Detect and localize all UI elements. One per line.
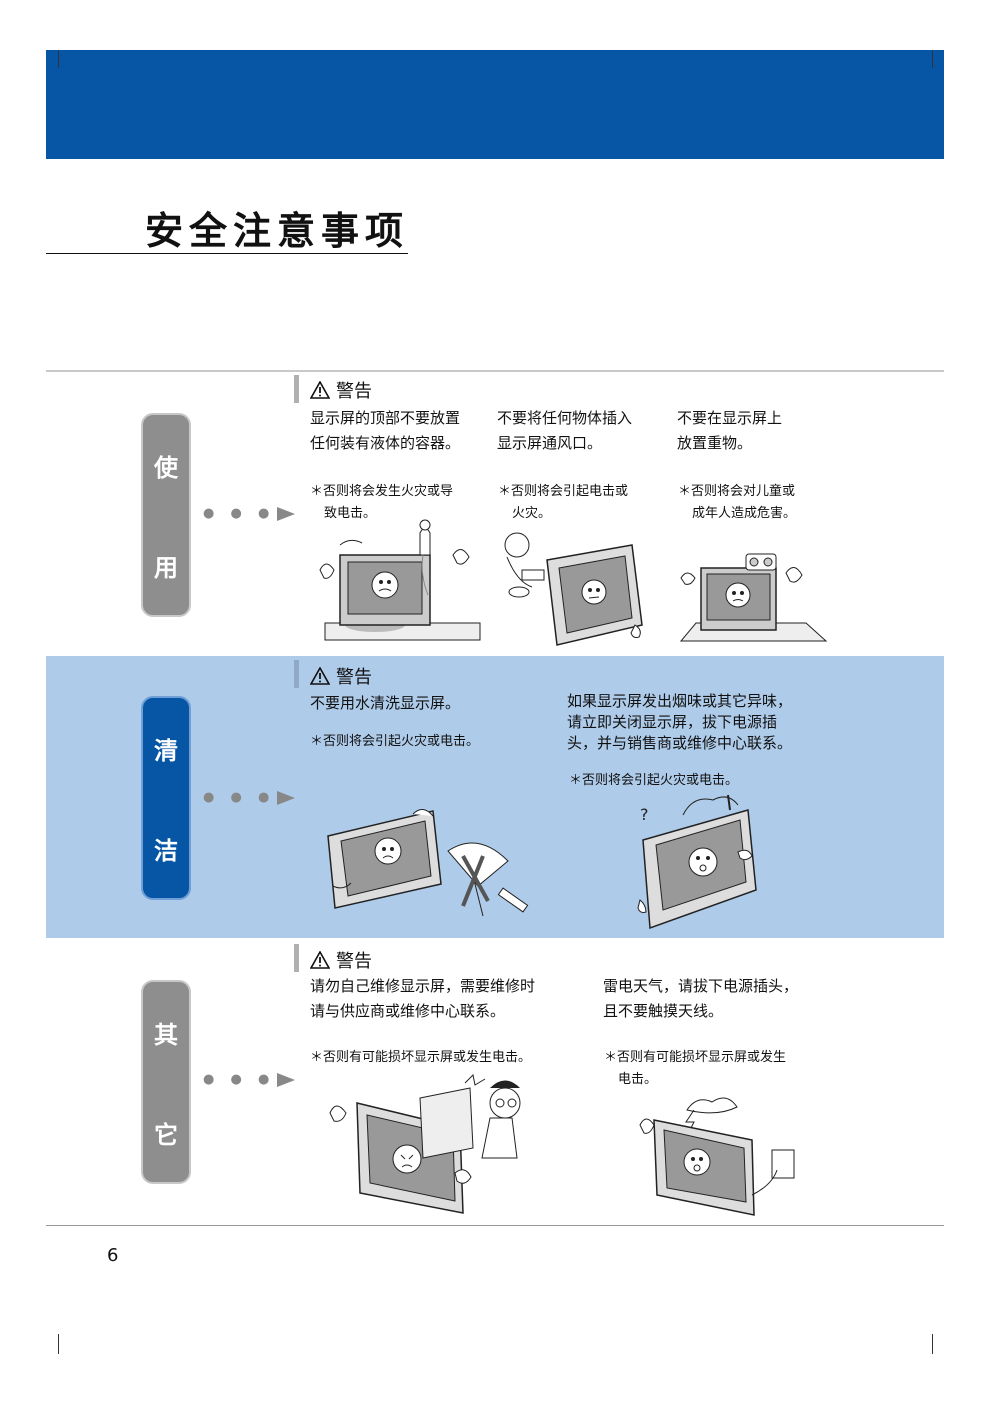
warning-bar — [294, 660, 299, 688]
warning-triangle-icon — [310, 951, 330, 969]
tv-smoke-odor-illustration: ? — [637, 794, 757, 930]
section-divider — [46, 370, 944, 372]
item-text: 请勿自己维修显示屏，需要维修时请与供应商或维修中心联系。 — [310, 977, 536, 1020]
warning-triangle-icon — [310, 667, 330, 685]
warning-bar — [294, 944, 299, 972]
page-number: 6 — [107, 1245, 119, 1266]
page-title: 安全注意事项 — [145, 209, 410, 253]
item-note: ＊否则将会发生火灾或导致电击。 — [310, 484, 454, 521]
tab-char: 其 — [154, 1020, 178, 1049]
cleaning-section-background — [46, 656, 944, 938]
warning-label: 警告 — [336, 951, 372, 972]
crop-mark — [932, 1334, 933, 1354]
header-band — [46, 50, 944, 159]
tv-lightning-unplug-illustration — [639, 1097, 795, 1216]
item-note: ＊否则将会对儿童或成年人造成危害。 — [678, 484, 797, 521]
tab-char: 它 — [154, 1120, 178, 1149]
warning-triangle-icon — [310, 381, 330, 399]
title-underline — [46, 253, 408, 254]
tab-char: 清 — [154, 736, 178, 765]
tab-char: 用 — [154, 553, 178, 582]
tv-heavy-object-illustration — [679, 553, 828, 642]
arrow-icon: ● ● ● — [203, 790, 296, 805]
warning-bar — [294, 375, 299, 403]
item-note: ＊否则将会引起火灾或电击。 — [569, 773, 739, 788]
warning-heading: 警告 — [310, 663, 372, 689]
tv-self-repair-illustration — [329, 1073, 521, 1214]
warning-label: 警告 — [336, 667, 372, 688]
warning-heading: 警告 — [310, 377, 372, 403]
warning-heading: 警告 — [310, 947, 372, 973]
warning-label: 警告 — [336, 381, 372, 402]
item-note: ＊否则将会引起电击或火灾。 — [498, 484, 629, 521]
crop-mark — [932, 50, 933, 68]
section-tab-usage: 使 用 — [141, 413, 191, 617]
tv-vent-insert-illustration — [504, 532, 643, 646]
section-tab-cleaning: 清 洁 — [141, 696, 191, 900]
crop-mark — [58, 1334, 59, 1354]
crop-mark — [58, 50, 59, 68]
item-note: ＊否则有可能损坏显示屏或发生电击。 — [604, 1050, 787, 1087]
tab-char: 洁 — [154, 836, 178, 865]
item-text: 不要在显示屏上放置重物。 — [677, 409, 783, 452]
arrow-icon: ● ● ● — [203, 1072, 296, 1087]
svg-text:?: ? — [640, 805, 649, 824]
item-text: 显示屏的顶部不要放置任何装有液体的容器。 — [310, 409, 461, 452]
section-tab-other: 其 它 — [141, 980, 191, 1184]
item-text: 雷电天气，请拔下电源插头，且不要触摸天线。 — [603, 977, 799, 1020]
item-note: ＊否则将会引起火灾或电击。 — [310, 734, 480, 749]
tab-char: 使 — [154, 453, 178, 482]
section-divider — [46, 1225, 944, 1226]
arrow-icon: ● ● ● — [203, 506, 296, 521]
tv-water-cleaning-illustration — [327, 809, 529, 917]
tv-liquid-container-illustration — [319, 519, 481, 641]
item-text: 不要用水清洗显示屏。 — [310, 694, 461, 712]
item-text: 不要将任何物体插入显示屏通风口。 — [497, 409, 633, 452]
item-text: 如果显示屏发出烟味或其它异味，请立即关闭显示屏，拔下电源插头，并与销售商或维修中… — [567, 692, 793, 752]
item-note: ＊否则有可能损坏显示屏或发生电击。 — [310, 1050, 532, 1065]
